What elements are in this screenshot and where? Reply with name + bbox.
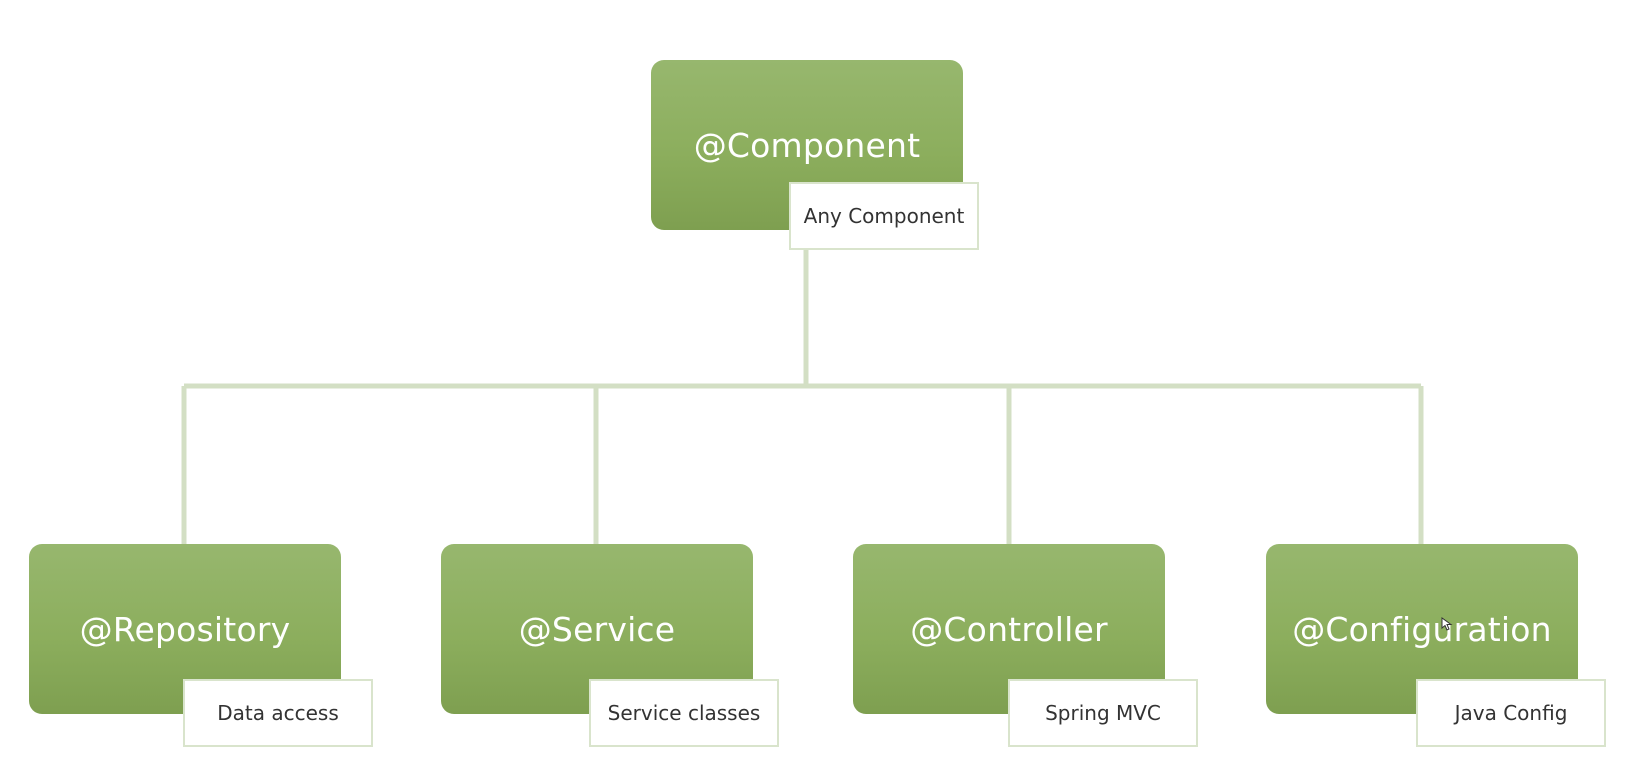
component-tag: Any Component xyxy=(789,182,979,250)
configuration-tag-label: Java Config xyxy=(1454,701,1568,725)
repository-tag-label: Data access xyxy=(217,701,339,725)
component-label: @Component xyxy=(693,125,921,165)
service-label: @Service xyxy=(518,609,676,649)
configuration-tag: Java Config xyxy=(1416,679,1606,747)
service-tag: Service classes xyxy=(589,679,779,747)
repository-label: @Repository xyxy=(79,609,291,649)
controller-tag: Spring MVC xyxy=(1008,679,1198,747)
repository-tag: Data access xyxy=(183,679,373,747)
configuration-label: @Configuration xyxy=(1292,609,1552,649)
controller-label: @Controller xyxy=(910,609,1108,649)
controller-tag-label: Spring MVC xyxy=(1045,701,1161,725)
service-tag-label: Service classes xyxy=(607,701,761,725)
mouse-pointer-icon xyxy=(1441,617,1453,631)
component-tag-label: Any Component xyxy=(803,204,965,228)
